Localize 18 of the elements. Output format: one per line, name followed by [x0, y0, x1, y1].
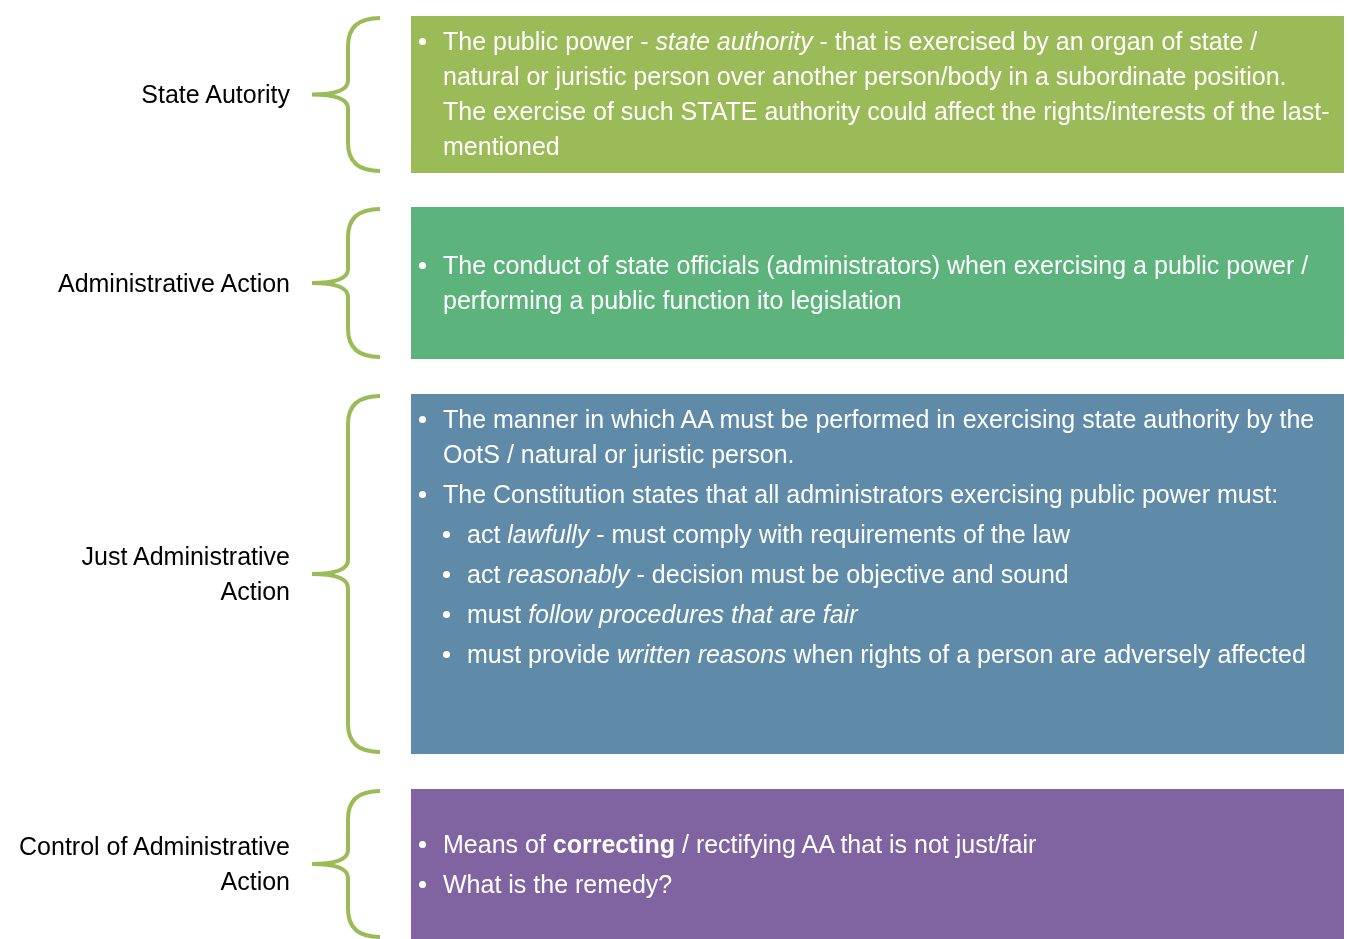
bullet-text: The conduct of state officials (administrators) when exercising a public power / performing a public function ito legislation: [443, 250, 1310, 316]
row-label: Administrative Action: [56, 267, 290, 299]
bullet-text: act lawfully - must comply with requirements of the law: [467, 519, 1070, 550]
definition-box: [411, 207, 1344, 359]
bullet-text: act reasonably - decision must be objective and sound: [467, 559, 1069, 590]
definition-box: [411, 16, 1344, 173]
bullet-text: The public power - state authority - that is exercised by an organ of state / natural or juristic person over another person/body in a subordinate position. The exercise of such STATE authority could affect the rights/interests of the last-mentioned: [443, 26, 1331, 162]
bullet-text: must provide written reasons when rights of a person are adversely affected: [467, 639, 1306, 670]
bullet-text: The Constitution states that all administrators exercising public power must:: [443, 479, 1279, 510]
bullet-text: must follow procedures that are fair: [467, 599, 858, 630]
bullet-text: The manner in which AA must be performed in exercising state authority by the OotS / natural or juristic person.: [443, 404, 1316, 470]
bullet-text: What is the remedy?: [443, 868, 673, 900]
definition-box: [411, 394, 1344, 754]
row-label: State Autority: [140, 79, 290, 110]
row-label: Just Administrative Action: [80, 541, 290, 607]
definition-box: [411, 789, 1344, 939]
row-label: Control of Administrative Action: [18, 831, 290, 897]
bullet-text: Means of correcting / rectifying AA that is not just/fair: [443, 828, 1037, 860]
